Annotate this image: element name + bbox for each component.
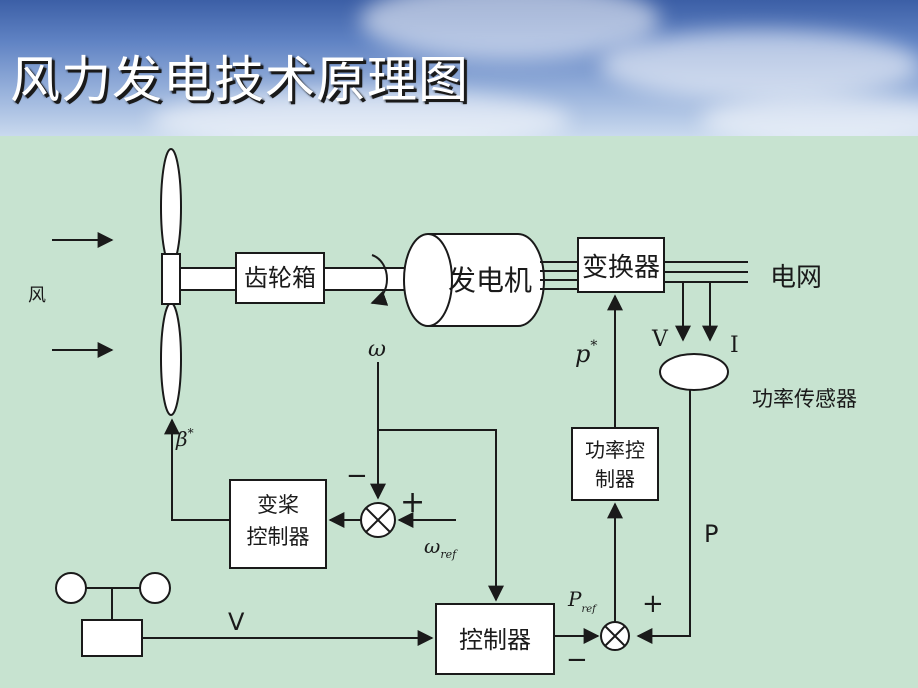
anemometer-cup-left bbox=[55, 572, 87, 604]
grid-label: 电网 bbox=[770, 263, 822, 293]
power-sensor-label: 功率传感器 bbox=[752, 387, 857, 411]
pitch-controller-box bbox=[229, 479, 327, 569]
pitch-minus-sign: − bbox=[346, 461, 368, 491]
gearbox-label: 齿轮箱 bbox=[244, 264, 316, 292]
wind-speed-label: V bbox=[228, 608, 245, 636]
power-controller-label-line2: 制器 bbox=[595, 467, 635, 491]
power-controller-label-line1: 功率控 bbox=[585, 438, 645, 462]
power-plus-sign: + bbox=[642, 589, 664, 619]
omega-ref-label: ωref bbox=[424, 534, 458, 561]
power-feedback-label: P bbox=[704, 520, 718, 548]
pitch-plus-sign: + bbox=[400, 485, 425, 520]
power-feedback-line bbox=[636, 390, 691, 644]
generator-label: 发电机 bbox=[448, 264, 532, 297]
rotation-arrow bbox=[370, 254, 389, 306]
power-minus-sign: − bbox=[566, 645, 588, 675]
converter-label: 变换器 bbox=[582, 253, 660, 283]
converter-box bbox=[577, 237, 665, 293]
omega-label: ω bbox=[368, 337, 386, 362]
blade-bottom bbox=[160, 302, 182, 416]
omega-to-controller-line bbox=[378, 429, 504, 602]
power-controller-box bbox=[571, 427, 659, 501]
controller-label: 控制器 bbox=[459, 626, 531, 654]
pref-label: Pref bbox=[567, 587, 598, 615]
pitch-controller-label-line1: 变桨 bbox=[257, 493, 299, 517]
pstar-label: p* bbox=[575, 338, 597, 368]
anemometer-base bbox=[81, 619, 143, 657]
power-sensor-ellipse bbox=[659, 353, 729, 391]
anemometer-cup-right bbox=[139, 572, 171, 604]
gearbox-box bbox=[235, 252, 325, 304]
current-label: I bbox=[730, 333, 739, 358]
hub bbox=[161, 253, 181, 305]
wind-label: 风 bbox=[28, 285, 46, 306]
pitch-controller-label-line2: 控制器 bbox=[247, 525, 310, 549]
voltage-label: V bbox=[651, 327, 669, 352]
generator-face bbox=[403, 233, 453, 327]
header-banner: 风力发电技术原理图 bbox=[0, 0, 918, 136]
blade-top bbox=[160, 148, 182, 266]
wind-power-diagram: 风 齿轮箱 发电机 变换器 电网 V I 功率传感器 功率控 制器 变桨 控制器… bbox=[28, 148, 857, 675]
pitch-command-line bbox=[164, 418, 230, 521]
beta-label: β* bbox=[175, 426, 194, 451]
controller-box bbox=[435, 603, 555, 675]
page-title: 风力发电技术原理图 bbox=[10, 51, 469, 109]
